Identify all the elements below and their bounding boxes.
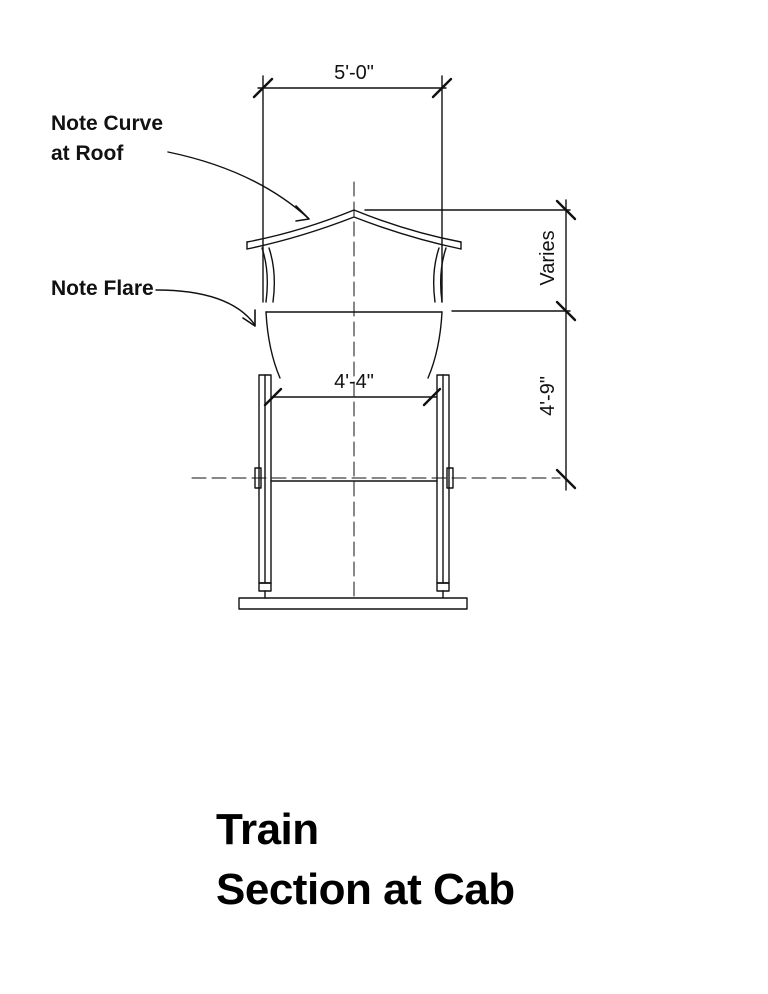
dimension-inner-width-label: 4'-4" (334, 371, 374, 393)
left-post (254, 374, 272, 599)
leader-note-flare (155, 289, 256, 327)
dimension-top-width (252, 75, 453, 303)
note-curve-label-line1: Note Curve (51, 112, 163, 135)
title-line2: Section at Cab (216, 865, 515, 914)
dimension-right-heights (364, 199, 577, 491)
cab-lower-body (265, 311, 443, 379)
note-curve-label-line2: at Roof (51, 142, 124, 165)
base-plate (238, 597, 468, 610)
dimension-lower-height-label: 4'-9" (537, 376, 559, 416)
leader-note-curve (167, 151, 310, 222)
cab-upper-walls (261, 247, 447, 303)
note-flare-label: Note Flare (51, 277, 154, 300)
right-post (436, 374, 454, 599)
cab-roof (246, 209, 462, 250)
dimension-top-width-label: 5'-0" (334, 62, 374, 84)
title-line1: Train (216, 805, 319, 854)
dimension-varies-label: Varies (537, 230, 559, 285)
